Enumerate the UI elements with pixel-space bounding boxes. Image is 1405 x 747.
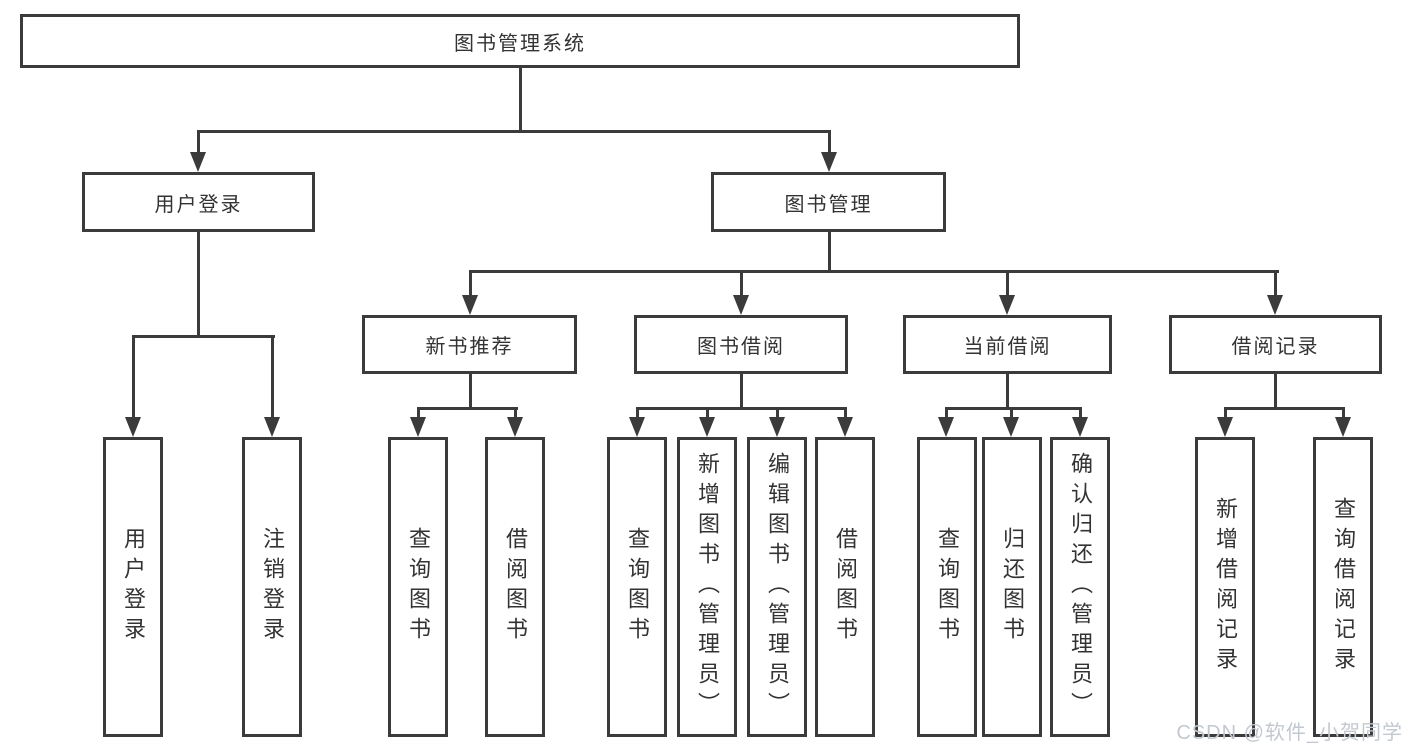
- node-borrow-books-borrowing-label: 借阅图书: [833, 527, 858, 647]
- connector-line: [1342, 407, 1345, 419]
- arrow-down-icon: [938, 417, 954, 437]
- connector-line: [945, 407, 948, 419]
- node-query-books-borrowing: 查询图书: [607, 437, 667, 737]
- node-book-borrowing: 图书借阅: [634, 315, 848, 374]
- arrow-down-icon: [999, 295, 1015, 315]
- connector-line: [1006, 374, 1009, 407]
- arrow-down-icon: [1003, 417, 1019, 437]
- node-query-books-recommend: 查询图书: [388, 437, 448, 737]
- node-add-books-admin-label: 新增图书（管理员）: [695, 452, 720, 722]
- node-new-book-recommendation: 新书推荐: [362, 315, 577, 374]
- arrow-down-icon: [264, 417, 280, 437]
- arrow-down-icon: [1335, 417, 1351, 437]
- connector-line: [1224, 407, 1345, 410]
- node-library-system-label: 图书管理系统: [454, 32, 586, 55]
- connector-line: [945, 407, 1082, 410]
- node-confirm-return-admin-label: 确认归还（管理员）: [1068, 452, 1093, 722]
- arrow-down-icon: [629, 417, 645, 437]
- connector-line: [271, 335, 274, 419]
- connector-line: [1224, 407, 1227, 419]
- arrow-down-icon: [769, 417, 785, 437]
- connector-line: [469, 270, 472, 297]
- connector-line: [844, 407, 847, 419]
- node-edit-books-admin-label: 编辑图书（管理员）: [765, 452, 790, 722]
- node-add-borrow-record: 新增借阅记录: [1195, 437, 1255, 737]
- node-add-books-admin: 新增图书（管理员）: [677, 437, 737, 737]
- node-current-borrowing-label: 当前借阅: [963, 336, 1052, 358]
- node-current-borrowing: 当前借阅: [903, 315, 1112, 374]
- node-library-system: 图书管理系统: [20, 14, 1020, 68]
- node-book-management-branch: 图书管理: [711, 172, 946, 232]
- connector-line: [1274, 270, 1277, 297]
- connector-line: [417, 407, 518, 410]
- node-user-login: 用户登录: [103, 437, 163, 737]
- node-query-books-current: 查询图书: [917, 437, 977, 737]
- node-new-book-recommendation-label: 新书推荐: [425, 336, 514, 358]
- connector-line: [417, 407, 420, 419]
- connector-line: [740, 270, 743, 297]
- node-borrowing-records: 借阅记录: [1169, 315, 1382, 374]
- connector-line: [636, 407, 847, 410]
- arrow-down-icon: [821, 152, 837, 172]
- node-add-borrow-record-label: 新增借阅记录: [1213, 497, 1238, 677]
- node-book-management-branch-label: 图书管理: [784, 193, 873, 216]
- arrow-down-icon: [410, 417, 426, 437]
- node-edit-books-admin: 编辑图书（管理员）: [747, 437, 807, 737]
- node-logout: 注销登录: [242, 437, 302, 737]
- node-return-books-label: 归还图书: [1000, 527, 1025, 647]
- connector-line: [706, 407, 709, 419]
- arrow-down-icon: [699, 417, 715, 437]
- node-query-borrow-record: 查询借阅记录: [1313, 437, 1373, 737]
- arrow-down-icon: [1217, 417, 1233, 437]
- arrow-down-icon: [462, 295, 478, 315]
- connector-line: [514, 407, 517, 419]
- node-query-books-recommend-label: 查询图书: [406, 527, 431, 647]
- connector-line: [776, 407, 779, 419]
- connector-line: [197, 130, 831, 133]
- arrow-down-icon: [190, 152, 206, 172]
- connector-line: [469, 374, 472, 407]
- node-query-books-borrowing-label: 查询图书: [625, 527, 650, 647]
- connector-line: [1006, 270, 1009, 297]
- node-borrow-books-recommend: 借阅图书: [485, 437, 545, 737]
- connector-line: [197, 232, 200, 335]
- connector-line: [1079, 407, 1082, 419]
- arrow-down-icon: [733, 295, 749, 315]
- node-query-borrow-record-label: 查询借阅记录: [1331, 497, 1356, 677]
- node-user-login-branch: 用户登录: [82, 172, 315, 232]
- node-logout-label: 注销登录: [260, 527, 285, 647]
- connector-line: [197, 130, 200, 154]
- connector-line: [828, 130, 831, 154]
- node-borrowing-records-label: 借阅记录: [1231, 336, 1320, 358]
- arrow-down-icon: [125, 417, 141, 437]
- node-book-borrowing-label: 图书借阅: [697, 336, 785, 358]
- node-return-books: 归还图书: [982, 437, 1042, 737]
- connector-line: [519, 68, 522, 130]
- node-user-login-branch-label: 用户登录: [154, 193, 243, 216]
- arrow-down-icon: [1267, 295, 1283, 315]
- connector-line: [1010, 407, 1013, 419]
- arrow-down-icon: [507, 417, 523, 437]
- connector-line: [636, 407, 639, 419]
- connector-line: [132, 335, 275, 338]
- arrow-down-icon: [1072, 417, 1088, 437]
- connector-line: [828, 232, 831, 270]
- node-borrow-books-recommend-label: 借阅图书: [503, 527, 528, 647]
- connector-line: [132, 335, 135, 419]
- watermark: CSDN @软件_小贺同学: [1176, 722, 1403, 744]
- node-query-books-current-label: 查询图书: [935, 527, 960, 647]
- connector-line: [1274, 374, 1277, 407]
- node-borrow-books-borrowing: 借阅图书: [815, 437, 875, 737]
- node-confirm-return-admin: 确认归还（管理员）: [1050, 437, 1110, 737]
- arrow-down-icon: [837, 417, 853, 437]
- node-user-login-label: 用户登录: [121, 527, 146, 647]
- connector-line: [469, 270, 1279, 273]
- connector-line: [740, 374, 743, 407]
